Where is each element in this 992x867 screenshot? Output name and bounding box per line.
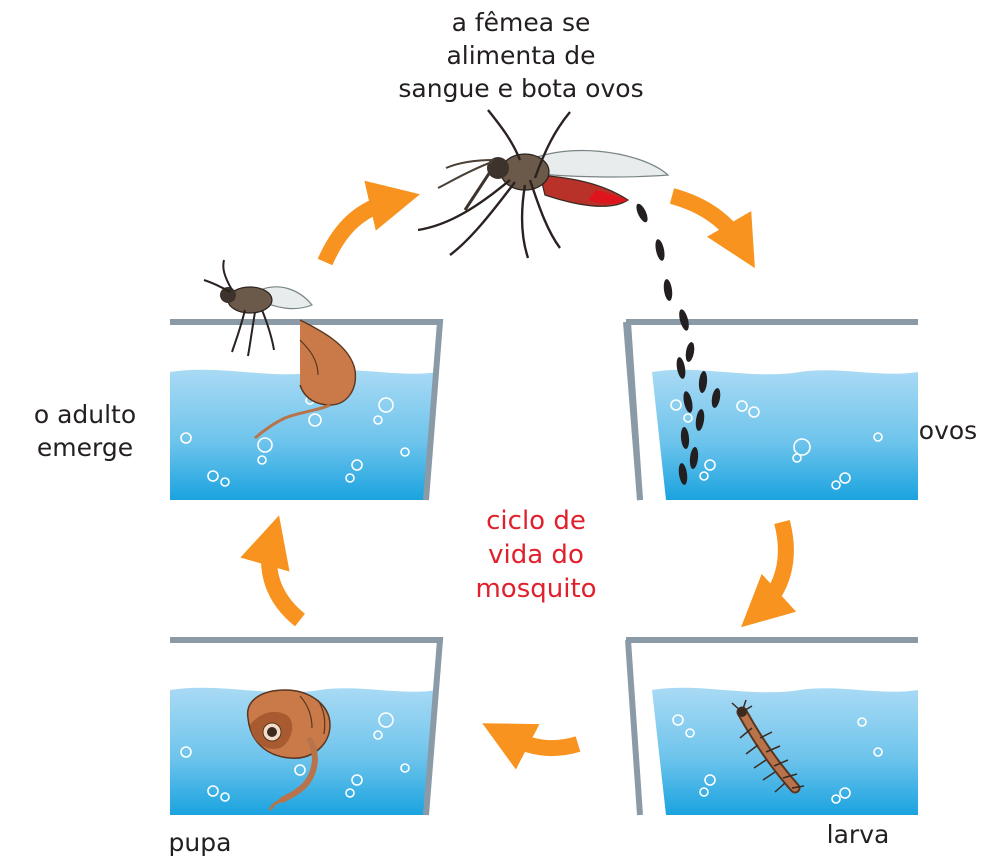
arrow-pupa-to-adult bbox=[240, 515, 306, 627]
pupa-icon bbox=[247, 689, 331, 811]
container-adult bbox=[170, 319, 444, 501]
label-female-feeds-line-3: sangue e bota ovos bbox=[398, 74, 644, 103]
label-female-feeds-line-1: a fêmea se bbox=[451, 8, 591, 37]
label-larva: larva bbox=[826, 820, 890, 849]
label-adult-emerges-line-1: o adulto bbox=[33, 400, 137, 429]
diagram-center-title: ciclo de vida do mosquito bbox=[436, 504, 636, 606]
label-adult-emerges: o adulto emerge bbox=[0, 398, 170, 464]
label-adult-emerges-line-2: emerge bbox=[36, 433, 134, 462]
arrow-eggs-to-larva bbox=[741, 519, 797, 628]
arrow-larva-to-pupa bbox=[482, 723, 581, 770]
label-female-feeds-line-2: alimenta de bbox=[446, 41, 596, 70]
label-female-feeds: a fêmea se alimenta de sangue e bota ovo… bbox=[346, 6, 696, 105]
label-eggs: ovos bbox=[918, 416, 978, 445]
cycle-arrows bbox=[240, 180, 797, 770]
emerging-mosquito-icon bbox=[203, 259, 357, 440]
arrow-adult-to-female bbox=[317, 180, 420, 266]
center-title-line-3: mosquito bbox=[475, 574, 597, 604]
container-eggs bbox=[623, 319, 918, 501]
container-larva bbox=[625, 637, 918, 816]
label-pupa: pupa bbox=[168, 828, 232, 857]
arrow-female-to-eggs bbox=[669, 188, 755, 269]
larva-icon bbox=[731, 699, 805, 794]
mosquito-biting-icon bbox=[417, 109, 721, 485]
center-title-line-1: ciclo de bbox=[486, 506, 586, 536]
center-title-line-2: vida do bbox=[488, 540, 584, 570]
